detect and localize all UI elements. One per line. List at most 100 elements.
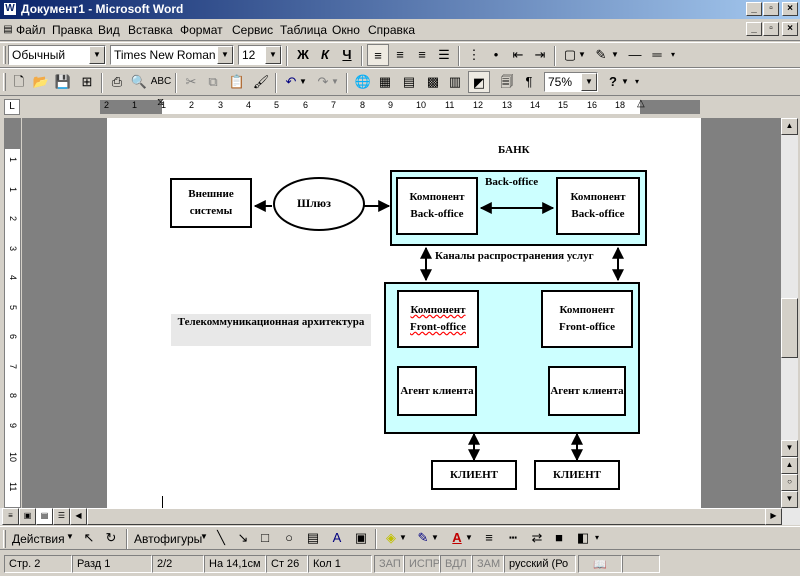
chevron-down-icon[interactable]: ▼ <box>299 77 307 86</box>
next-page-icon[interactable]: ▼ <box>781 491 798 508</box>
actions-menu[interactable]: Действия <box>12 532 65 546</box>
spelling-icon[interactable]: ABC <box>150 76 172 87</box>
chevron-down-icon[interactable]: ▼ <box>399 533 407 542</box>
minimize-button[interactable]: _ <box>746 2 762 16</box>
open-folder-icon[interactable]: 📂 <box>32 74 50 89</box>
style-combo[interactable]: Обычный ▼ <box>8 45 106 65</box>
doc-restore-button[interactable]: ▫ <box>763 22 779 36</box>
line-color-icon[interactable]: ✎ <box>417 530 429 545</box>
right-indent-marker[interactable]: △ <box>637 98 645 109</box>
toolbar-grip[interactable] <box>3 46 6 64</box>
wordart-icon[interactable]: A <box>332 530 342 545</box>
clipart-icon[interactable]: ▣ <box>354 530 368 545</box>
more-buttons-icon[interactable]: ▾ <box>634 77 639 86</box>
font-color-icon[interactable]: A <box>452 530 462 545</box>
toolbar-grip[interactable] <box>3 73 6 91</box>
chevron-down-icon[interactable]: ▼ <box>217 46 233 64</box>
toolbar-grip[interactable] <box>3 530 6 548</box>
print-icon[interactable]: ⎙ <box>111 74 123 89</box>
columns-icon[interactable]: ▥ <box>448 74 462 89</box>
close-button[interactable]: × <box>782 2 798 16</box>
print-view-icon[interactable]: ▤ <box>36 508 53 525</box>
status-ovr[interactable]: ЗАМ <box>472 555 504 573</box>
outline-view-icon[interactable]: ☰ <box>53 508 70 525</box>
autoshapes-menu[interactable]: Автофигуры <box>134 532 203 546</box>
chevron-down-icon[interactable]: ▼ <box>331 77 339 86</box>
oval-tool-icon[interactable]: ○ <box>285 530 293 545</box>
undo-icon[interactable]: ↶ <box>285 74 297 89</box>
spelling-status-icon[interactable]: 📖 <box>578 555 622 573</box>
document-page[interactable]: БАНК Внешние системы Шлюз Back-office Ко… <box>107 118 701 508</box>
document-area[interactable]: БАНК Внешние системы Шлюз Back-office Ко… <box>22 118 781 508</box>
rectangle-tool-icon[interactable]: □ <box>261 530 269 545</box>
size-combo[interactable]: 12 ▼ <box>238 45 282 65</box>
line-icon[interactable]: — <box>628 47 642 62</box>
menu-insert[interactable]: Вставка <box>128 23 173 37</box>
more-buttons-icon[interactable]: ▾ <box>594 533 599 542</box>
tables-borders-icon[interactable]: ▦ <box>378 74 392 89</box>
doc-minimize-button[interactable]: _ <box>746 22 762 36</box>
bullets-icon[interactable]: • <box>493 47 499 62</box>
chevron-down-icon[interactable]: ▼ <box>621 77 629 86</box>
chevron-down-icon[interactable]: ▼ <box>581 73 597 91</box>
status-language[interactable]: русский (Ро <box>504 555 576 573</box>
shadow-icon[interactable]: ■ <box>555 530 563 545</box>
align-center-icon[interactable]: ≡ <box>396 47 404 62</box>
line-style-icon[interactable]: ≡ <box>485 530 493 545</box>
document-map-icon[interactable]: 🗐 <box>500 74 514 89</box>
menu-help[interactable]: Справка <box>368 23 416 37</box>
increase-indent-icon[interactable]: ⇥ <box>534 47 546 62</box>
status-trk[interactable]: ИСПР <box>404 555 440 573</box>
hyperlink-icon[interactable]: 🌐 <box>354 74 372 89</box>
insert-table-icon[interactable]: ▤ <box>402 74 416 89</box>
show-hide-icon[interactable]: ¶ <box>525 74 533 89</box>
menu-edit[interactable]: Правка <box>52 23 93 37</box>
save-icon[interactable]: 💾 <box>54 74 72 89</box>
fill-color-icon[interactable]: ◈ <box>386 530 396 545</box>
copy-icon[interactable]: ⧉ <box>208 74 218 89</box>
help-icon[interactable]: ? <box>609 74 617 89</box>
chevron-down-icon[interactable]: ▼ <box>578 50 586 59</box>
maximize-button[interactable]: ▫ <box>763 2 779 16</box>
more-buttons-icon[interactable]: ▾ <box>670 50 675 59</box>
highlight-icon[interactable]: ✎ <box>595 47 607 62</box>
menu-file[interactable]: Файл <box>16 23 46 37</box>
normal-view-icon[interactable]: ≡ <box>2 508 19 525</box>
select-browse-object-icon[interactable]: ○ <box>781 474 798 491</box>
align-left-icon[interactable]: ≡ <box>367 44 389 66</box>
print-preview-icon[interactable]: 🔍 <box>130 74 148 89</box>
decrease-indent-icon[interactable]: ⇤ <box>512 47 524 62</box>
insert-excel-icon[interactable]: ▩ <box>426 74 440 89</box>
scroll-down-arrow[interactable]: ▼ <box>781 440 798 457</box>
menu-view[interactable]: Вид <box>98 23 120 37</box>
menu-table[interactable]: Таблица <box>280 23 328 37</box>
permission-icon[interactable]: ⊞ <box>81 74 93 89</box>
rotate-icon[interactable]: ↻ <box>105 530 117 545</box>
double-line-icon[interactable]: ═ <box>652 47 662 62</box>
status-rec[interactable]: ЗАП <box>374 555 404 573</box>
chevron-down-icon[interactable]: ▼ <box>265 46 281 64</box>
cut-icon[interactable]: ✂ <box>185 74 197 89</box>
previous-page-icon[interactable]: ▲ <box>781 457 798 474</box>
arrow-tool-icon[interactable]: ↘ <box>237 530 249 545</box>
3d-icon[interactable]: ◧ <box>576 530 590 545</box>
horizontal-scrollbar[interactable]: ≡ ▣ ▤ ☰ ◀ ▶ <box>0 508 800 525</box>
chevron-down-icon[interactable]: ▼ <box>465 533 473 542</box>
scroll-left-arrow[interactable]: ◀ <box>70 508 87 525</box>
numbering-icon[interactable]: ⋮ <box>467 47 481 62</box>
word-icon[interactable]: W <box>3 2 17 16</box>
textbox-tool-icon[interactable]: ▤ <box>306 530 320 545</box>
line-tool-icon[interactable]: ╲ <box>217 530 225 545</box>
indent-marker[interactable]: ⧖ <box>157 97 165 108</box>
status-ext[interactable]: ВДЛ <box>440 555 472 573</box>
chevron-down-icon[interactable]: ▼ <box>431 533 439 542</box>
redo-icon[interactable]: ↷ <box>317 74 329 89</box>
menu-tools[interactable]: Сервис <box>232 23 274 37</box>
zoom-combo[interactable]: 75% ▼ <box>544 72 598 92</box>
italic-button[interactable]: К <box>321 47 329 62</box>
borders-icon[interactable]: ▢ <box>563 47 577 62</box>
format-painter-icon[interactable]: 🖌 <box>252 74 270 89</box>
vertical-scrollbar[interactable]: ▲ ▼ ▲ ○ ▼ <box>781 118 798 508</box>
document-icon[interactable]: ▤ <box>3 24 13 35</box>
